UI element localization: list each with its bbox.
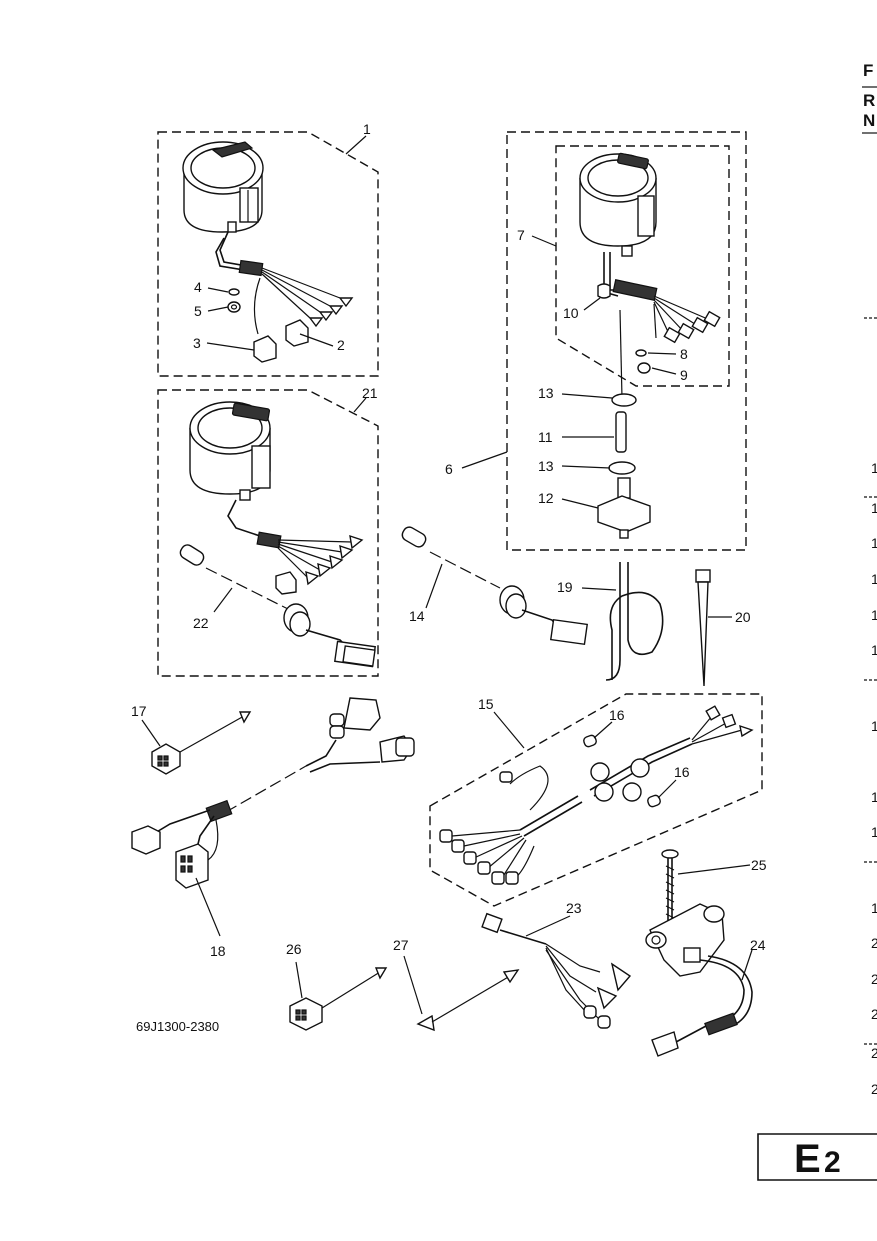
connector-3: [253, 335, 277, 363]
switch-24: [645, 903, 753, 1057]
cap-10: [597, 283, 611, 299]
harness-23: [481, 912, 632, 1029]
sensor-cable-22: [179, 544, 376, 668]
callout-20: 20: [735, 609, 751, 625]
callout-19: 19: [557, 579, 573, 595]
wire-leads: [653, 295, 721, 344]
harness-main: [439, 705, 754, 885]
group-21-gauge-assembly: [157, 389, 379, 677]
wire-27: [416, 969, 520, 1032]
callout-16-upper: 16: [609, 707, 625, 723]
tube-19: [605, 562, 664, 681]
connector-26: [289, 967, 388, 1031]
right-edge-column: 1 1 1 1 1 1 1 1 1 1 2 2 2 2 2: [864, 317, 877, 1097]
callout-24: 24: [750, 937, 766, 953]
header-letter-f: F: [863, 61, 873, 80]
edge-number: 1: [871, 607, 877, 623]
wire-leads: [277, 534, 364, 586]
edge-number: 1: [871, 789, 877, 805]
connector-16: [647, 794, 661, 808]
callout-27: 27: [393, 937, 409, 953]
callout-3: 3: [193, 335, 201, 351]
edge-number: 2: [871, 1045, 877, 1061]
header-letter-r: R: [863, 91, 875, 110]
group-1-gauge-assembly: [157, 131, 379, 377]
wire-leads: [253, 267, 354, 335]
callout-9: 9: [680, 367, 688, 383]
parts-list-header: F R N: [862, 61, 877, 134]
page-badge: E 2: [757, 1133, 877, 1181]
callout-13-upper: 13: [538, 385, 554, 401]
callout-6: 6: [445, 461, 453, 477]
callout-23: 23: [566, 900, 582, 916]
clamp-13: [611, 393, 637, 407]
callout-18: 18: [210, 943, 226, 959]
nut: [227, 301, 241, 313]
edge-number: 1: [871, 460, 877, 476]
edge-number: 2: [871, 1006, 877, 1022]
washer: [228, 288, 240, 296]
callout-16-lower: 16: [674, 764, 690, 780]
drawing-reference-number: 69J1300-2380: [136, 1019, 219, 1034]
connector-2: [285, 319, 309, 347]
callout-labels: 1 2 3 4 5 6 7 8 9 10 11 12 13 13 14 15 1…: [131, 121, 767, 959]
edge-number: 1: [871, 718, 877, 734]
gauge-1: [182, 141, 264, 233]
callout-5: 5: [194, 303, 202, 319]
callout-26: 26: [286, 941, 302, 957]
gauge-7: [579, 152, 657, 257]
callout-13-lower: 13: [538, 458, 554, 474]
edge-number: 2: [871, 935, 877, 951]
group-6-sensor-assembly: [506, 131, 747, 551]
callout-4: 4: [194, 279, 202, 295]
callout-25: 25: [751, 857, 767, 873]
tube-11: [615, 411, 627, 453]
clamp-13: [608, 461, 636, 475]
callout-8: 8: [680, 346, 688, 362]
edge-number: 1: [871, 500, 877, 516]
callout-7: 7: [517, 227, 525, 243]
harness-18: [131, 697, 415, 889]
leader-lines: [141, 135, 753, 1015]
edge-number: 2: [871, 1081, 877, 1097]
edge-number: 1: [871, 535, 877, 551]
sensor-cable-14: [401, 526, 589, 646]
callout-17: 17: [131, 703, 147, 719]
edge-number: 2: [871, 971, 877, 987]
gauge-21: [189, 401, 271, 501]
nut-9: [637, 362, 651, 374]
edge-number: 1: [871, 642, 877, 658]
cable-tie-20: [695, 569, 711, 687]
callout-15: 15: [478, 696, 494, 712]
callout-14: 14: [409, 608, 425, 624]
callout-11: 11: [538, 429, 553, 445]
callout-12: 12: [538, 490, 554, 506]
connector-17: [151, 711, 252, 775]
header-letter-n: N: [863, 111, 875, 130]
group-15-wire-harness: [429, 693, 763, 907]
edge-number: 1: [871, 824, 877, 840]
edge-number: 1: [871, 571, 877, 587]
callout-2: 2: [337, 337, 345, 353]
connector-16: [583, 734, 597, 748]
callout-1: 1: [363, 121, 371, 137]
badge-number: 2: [824, 1146, 841, 1179]
washer-8: [635, 349, 647, 357]
edge-number: 1: [871, 900, 877, 916]
badge-letter: E: [794, 1137, 821, 1181]
callout-22: 22: [193, 615, 209, 631]
callout-21: 21: [362, 385, 378, 401]
callout-10: 10: [563, 305, 579, 321]
sensor-12: [597, 477, 651, 539]
